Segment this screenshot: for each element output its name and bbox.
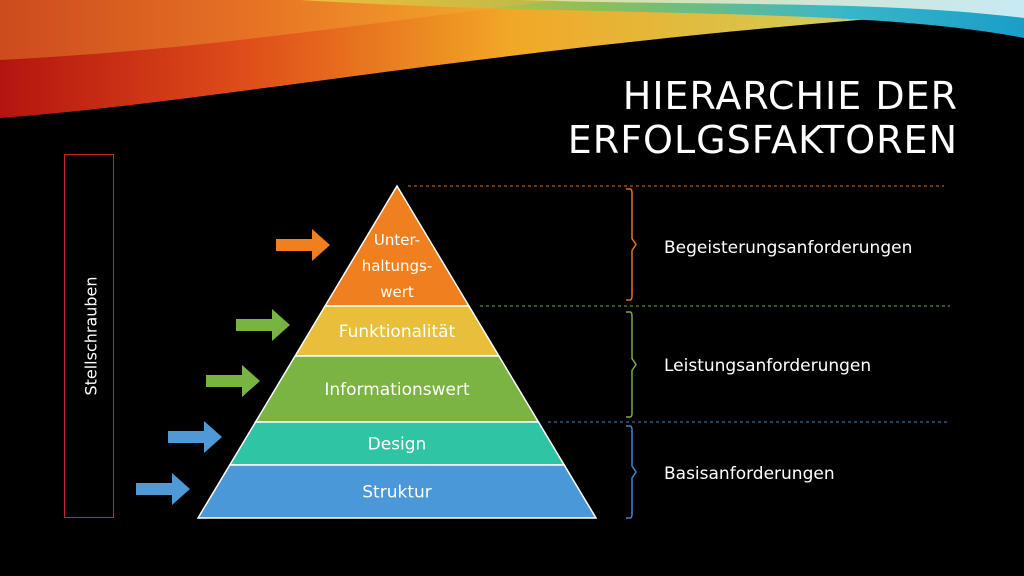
pyramid-level-label: Unter-: [374, 231, 420, 249]
stellschrauben-frame: [64, 154, 114, 518]
divider-lines: [408, 185, 950, 423]
decorative-swoosh: [0, 0, 1024, 118]
pyramid-level-label: wert: [380, 283, 414, 301]
pyramid-level-3: Informationswert: [254, 355, 540, 423]
title-line-2: ERFOLGSFAKTOREN: [567, 118, 958, 162]
pyramid-level-label: Design: [368, 435, 427, 455]
requirement-top-label: Begeisterungsanforderungen: [664, 238, 913, 258]
bracket-bottom: [626, 425, 637, 519]
pyramid-level-shape: [196, 464, 598, 519]
level-1-arrow-icon: [276, 229, 330, 261]
level-2-arrow-icon: [236, 309, 290, 341]
pyramid-level-label: Funktionalität: [339, 322, 456, 342]
pyramid-level-label: Struktur: [362, 483, 432, 503]
pyramid-level-5: Struktur: [196, 464, 598, 519]
page-title: HIERARCHIE DER ERFOLGSFAKTOREN: [568, 74, 958, 162]
bracket-top: [626, 188, 637, 301]
requirement-middle-label: Leistungsanforderungen: [664, 356, 872, 376]
requirement-brackets: [626, 188, 637, 519]
pyramid-level-2: Funktionalität: [293, 305, 501, 357]
pyramid: Unter-haltungs-wertFunktionalitätInforma…: [196, 184, 598, 519]
level-5-arrow-icon: [136, 473, 190, 505]
pyramid-level-label: Informationswert: [324, 380, 470, 400]
requirement-bottom-label: Basisanforderungen: [664, 464, 835, 484]
adjustment-arrows: [136, 229, 330, 505]
title-line-1: HIERARCHIE DER: [622, 74, 958, 118]
pyramid-level-label: haltungs-: [362, 257, 433, 275]
bracket-middle: [626, 311, 637, 418]
level-3-arrow-icon: [206, 365, 260, 397]
side-label: Stellschrauben: [81, 276, 101, 396]
level-4-arrow-icon: [168, 421, 222, 453]
pyramid-level-1: Unter-haltungs-wert: [323, 184, 471, 307]
pyramid-level-4: Design: [228, 421, 566, 466]
